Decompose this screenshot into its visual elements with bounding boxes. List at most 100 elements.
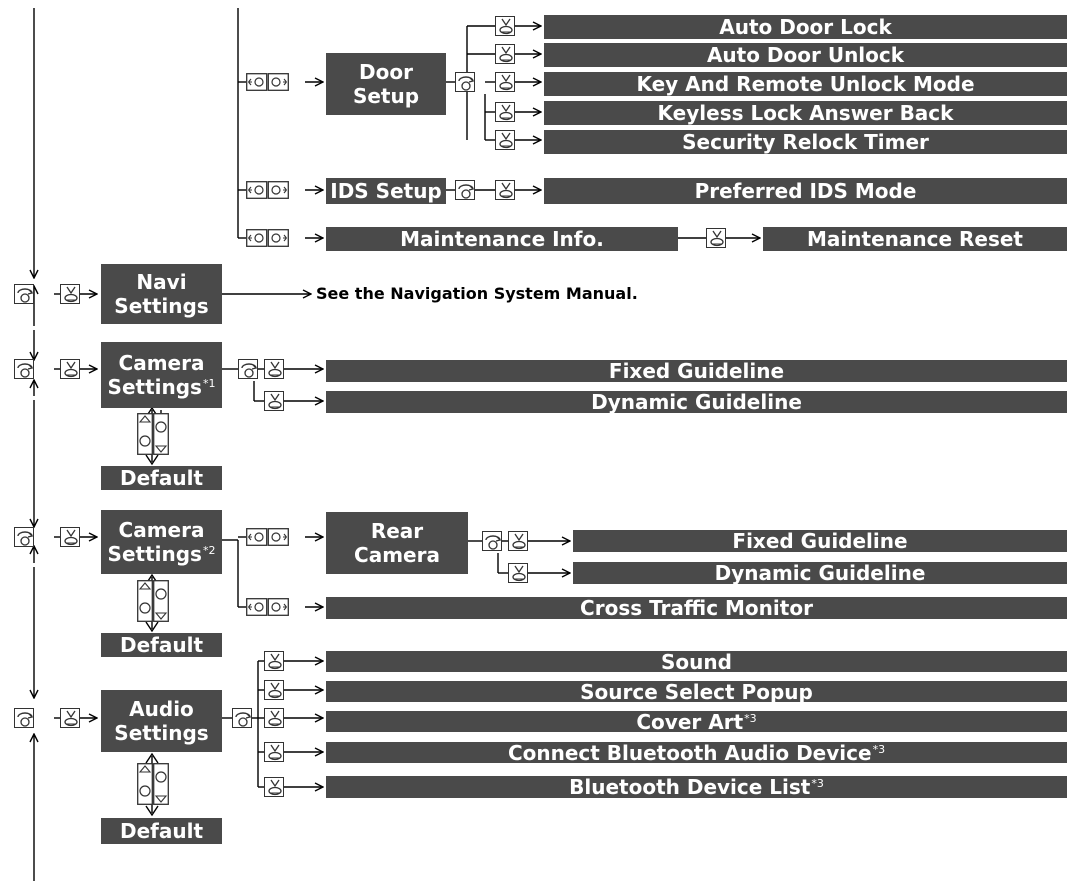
- maintenance-reset-box[interactable]: Maintenance Reset: [763, 227, 1067, 251]
- maintenance-reset-label: Maintenance Reset: [807, 227, 1023, 251]
- navi-settings-label-line1: Navi: [136, 270, 187, 294]
- selector-knob-push-icon: [264, 651, 284, 671]
- camera-settings-2-label-line1: Camera: [118, 518, 205, 542]
- rear-dynamic-guideline-box[interactable]: Dynamic Guideline: [573, 561, 1067, 585]
- selector-knob-push-icon: [495, 44, 515, 64]
- security-relock-timer-label: Security Relock Timer: [682, 130, 929, 154]
- selector-knob-rotate-icon: [232, 708, 252, 728]
- selector-knob-push-icon: [495, 130, 515, 150]
- cover-art-label: Cover Art: [636, 709, 744, 734]
- selector-knob-push-icon: [495, 72, 515, 92]
- audio-default-label: Default: [119, 819, 204, 843]
- selector-knob-push-icon: [60, 359, 80, 379]
- connect-bluetooth-audio-device-box[interactable]: Connect Bluetooth Audio Device*3: [326, 740, 1067, 765]
- door-setup-box[interactable]: Door Setup: [326, 53, 446, 115]
- selector-knob-move-left-right-icon: [246, 528, 289, 546]
- bluetooth-device-list-box[interactable]: Bluetooth Device List*3: [326, 775, 1067, 799]
- selector-knob-push-icon: [60, 527, 80, 547]
- camera1-default-label: Default: [119, 466, 204, 490]
- camera1-dynamic-guideline-label: Dynamic Guideline: [591, 390, 802, 414]
- selector-knob-push-icon: [264, 742, 284, 762]
- selector-knob-rotate-icon: [238, 359, 258, 379]
- selector-knob-move-left-right-icon: [246, 598, 289, 616]
- maintenance-info-label: Maintenance Info.: [400, 227, 604, 251]
- security-relock-timer-box[interactable]: Security Relock Timer: [544, 130, 1067, 154]
- keyless-lock-answer-back-label: Keyless Lock Answer Back: [657, 101, 954, 125]
- rear-camera-box[interactable]: Rear Camera: [326, 512, 468, 574]
- camera2-default-box[interactable]: Default: [101, 633, 222, 657]
- camera1-default-box[interactable]: Default: [101, 466, 222, 490]
- selector-knob-rotate-icon: [455, 180, 475, 200]
- selector-knob-push-icon: [495, 180, 515, 200]
- selector-knob-move-up-down-icon: [137, 763, 169, 805]
- bluetooth-device-list-label: Bluetooth Device List: [569, 775, 811, 799]
- selector-knob-push-icon: [60, 284, 80, 304]
- camera-settings-1-label-line2-wrap: Settings*1: [108, 375, 216, 399]
- auto-door-unlock-label: Auto Door Unlock: [706, 43, 905, 67]
- camera-settings-2-footnote: *2: [202, 544, 216, 557]
- audio-settings-box[interactable]: Audio Settings: [101, 690, 222, 752]
- ids-setup-box[interactable]: IDS Setup: [326, 178, 446, 204]
- keyless-lock-answer-back-box[interactable]: Keyless Lock Answer Back: [544, 101, 1067, 125]
- rear-fixed-guideline-box[interactable]: Fixed Guideline: [573, 529, 1067, 553]
- key-remote-unlock-mode-label: Key And Remote Unlock Mode: [636, 72, 975, 96]
- camera1-dynamic-guideline-box[interactable]: Dynamic Guideline: [326, 390, 1067, 414]
- camera-settings-1-box[interactable]: Camera Settings*1: [101, 342, 222, 408]
- selector-knob-push-icon: [264, 708, 284, 728]
- connect-bluetooth-audio-device-footnote: *3: [872, 742, 886, 756]
- selector-knob-move-left-right-icon: [246, 229, 289, 247]
- door-setup-label-line2: Setup: [352, 84, 420, 108]
- camera1-fixed-guideline-label: Fixed Guideline: [608, 359, 785, 383]
- source-select-popup-box[interactable]: Source Select Popup: [326, 679, 1067, 704]
- auto-door-unlock-box[interactable]: Auto Door Unlock: [544, 43, 1067, 67]
- cover-art-box[interactable]: Cover Art*3: [326, 709, 1067, 734]
- rear-camera-label-line2: Camera: [354, 543, 440, 567]
- camera-settings-1-label-line2: Settings: [107, 375, 202, 399]
- camera-settings-2-box[interactable]: Camera Settings*2: [101, 510, 222, 574]
- selector-knob-push-icon: [508, 531, 528, 551]
- camera1-fixed-guideline-box[interactable]: Fixed Guideline: [326, 359, 1067, 383]
- auto-door-lock-box[interactable]: Auto Door Lock: [544, 15, 1067, 39]
- camera-settings-1-footnote: *1: [202, 377, 216, 390]
- rear-camera-label-line1: Rear: [370, 519, 424, 543]
- sound-box[interactable]: Sound: [326, 649, 1067, 674]
- navi-settings-box[interactable]: Navi Settings: [101, 264, 222, 324]
- selector-knob-push-icon: [264, 777, 284, 797]
- source-select-popup-label: Source Select Popup: [580, 679, 813, 704]
- cover-art-footnote: *3: [744, 711, 757, 725]
- rear-fixed-guideline-label: Fixed Guideline: [732, 529, 908, 553]
- selector-knob-push-icon: [264, 391, 284, 411]
- maintenance-info-box[interactable]: Maintenance Info.: [326, 227, 678, 251]
- camera-settings-2-label-line2-wrap: Settings*2: [108, 542, 216, 566]
- selector-knob-push-icon: [495, 16, 515, 36]
- selector-knob-rotate-icon: [14, 359, 34, 379]
- selector-knob-push-icon: [264, 680, 284, 700]
- sound-label: Sound: [661, 649, 732, 674]
- selector-knob-push-icon: [508, 563, 528, 583]
- preferred-ids-mode-box[interactable]: Preferred IDS Mode: [544, 178, 1067, 204]
- preferred-ids-mode-label: Preferred IDS Mode: [694, 179, 917, 203]
- rear-dynamic-guideline-label: Dynamic Guideline: [714, 561, 926, 585]
- audio-settings-label-line2: Settings: [114, 721, 209, 745]
- selector-knob-push-icon: [264, 359, 284, 379]
- selector-knob-move-left-right-icon: [246, 73, 289, 91]
- selector-knob-push-icon: [495, 102, 515, 122]
- audio-default-box[interactable]: Default: [101, 818, 222, 844]
- camera-settings-1-label-line1: Camera: [118, 351, 205, 375]
- door-setup-label-line1: Door: [359, 60, 413, 84]
- key-remote-unlock-mode-box[interactable]: Key And Remote Unlock Mode: [544, 72, 1067, 96]
- cross-traffic-monitor-box[interactable]: Cross Traffic Monitor: [326, 596, 1067, 620]
- selector-knob-move-up-down-icon: [137, 413, 169, 455]
- camera2-default-label: Default: [119, 633, 204, 657]
- audio-settings-label-line1: Audio: [129, 697, 194, 721]
- selector-knob-rotate-icon: [14, 527, 34, 547]
- selector-knob-move-up-down-icon: [137, 580, 169, 622]
- selector-knob-rotate-icon: [14, 284, 34, 304]
- camera-settings-2-label-line2: Settings: [107, 542, 202, 566]
- navi-settings-label-line2: Settings: [114, 294, 209, 318]
- selector-knob-move-left-right-icon: [246, 181, 289, 199]
- selector-knob-rotate-icon: [455, 72, 475, 92]
- connect-bluetooth-audio-device-label: Connect Bluetooth Audio Device: [507, 740, 872, 765]
- ids-setup-label: IDS Setup: [330, 179, 442, 203]
- navigation-manual-reference: See the Navigation System Manual.: [316, 284, 638, 303]
